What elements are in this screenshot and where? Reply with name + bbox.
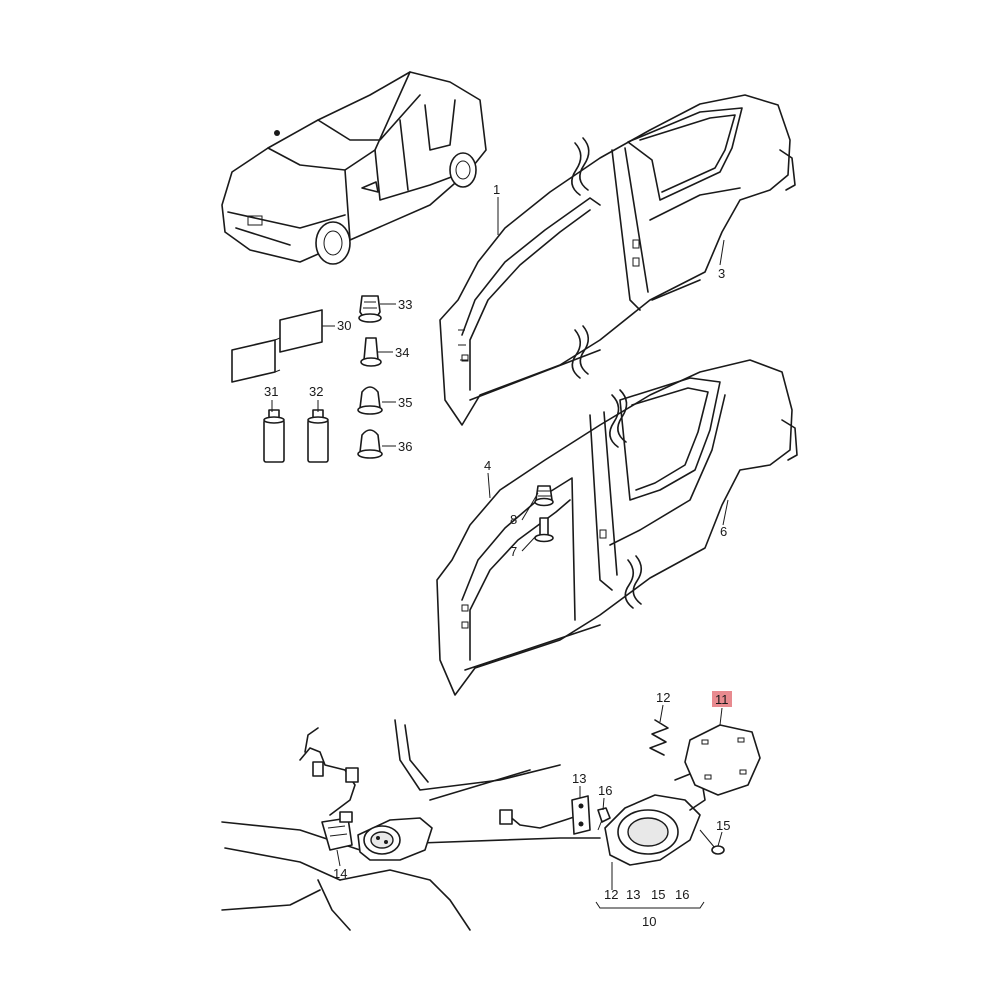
lower-side-panel: [436, 359, 798, 696]
actuator-14: [321, 811, 353, 851]
callout-3: 3: [718, 266, 725, 281]
bracket-13: [571, 795, 591, 835]
callout-14: 14: [333, 866, 347, 881]
small-parts-group: [231, 295, 383, 463]
screw-15: [699, 829, 725, 855]
callout-35: 35: [398, 395, 412, 410]
callout-30: 30: [337, 318, 351, 333]
sealant-tube-31: [263, 409, 285, 463]
callout-31: 31: [264, 384, 278, 399]
upper-side-panel: [439, 94, 796, 426]
callout-7: 7: [510, 544, 517, 559]
filler-neck-housing: [357, 817, 433, 861]
callout-16: 16: [598, 783, 612, 798]
rivet-34: [360, 337, 382, 367]
repair-patch-small: [279, 309, 323, 353]
group-label-13: 13: [626, 887, 640, 902]
fuel-door-area: [221, 719, 761, 931]
nut-cap-36: [357, 429, 383, 459]
clip-33: [358, 295, 382, 323]
callout-33: 33: [398, 297, 412, 312]
car-overview-illustration: [221, 71, 487, 265]
callout-12-top: 12: [656, 690, 670, 705]
fuel-door-housing: [604, 769, 706, 866]
callout-36: 36: [398, 439, 412, 454]
callout-13: 13: [572, 771, 586, 786]
sealant-tube-32: [307, 409, 329, 463]
callout-11-highlight: [712, 691, 732, 707]
callout-34: 34: [395, 345, 409, 360]
callout-32: 32: [309, 384, 323, 399]
repair-patch-large: [231, 339, 276, 383]
callout-15: 15: [716, 818, 730, 833]
nut-cap-35: [357, 386, 383, 415]
callout-10: 10: [642, 914, 656, 929]
spring-12: [649, 719, 669, 756]
group-label-12: 12: [604, 887, 618, 902]
fasteners-7-8: [534, 485, 554, 543]
callout-8: 8: [510, 512, 517, 527]
callout-6: 6: [720, 524, 727, 539]
leader-lines: [271, 197, 729, 909]
callout-11: 11: [715, 692, 729, 707]
group-label-16: 16: [675, 887, 689, 902]
callout-labels: 1 3 4 6 8 7 30 31 32 33 34 35 36 12 11 1…: [264, 182, 732, 929]
callout-4: 4: [484, 458, 491, 473]
fuel-door-flap: [684, 724, 761, 796]
callout-1: 1: [493, 182, 500, 197]
group-label-15: 15: [651, 887, 665, 902]
